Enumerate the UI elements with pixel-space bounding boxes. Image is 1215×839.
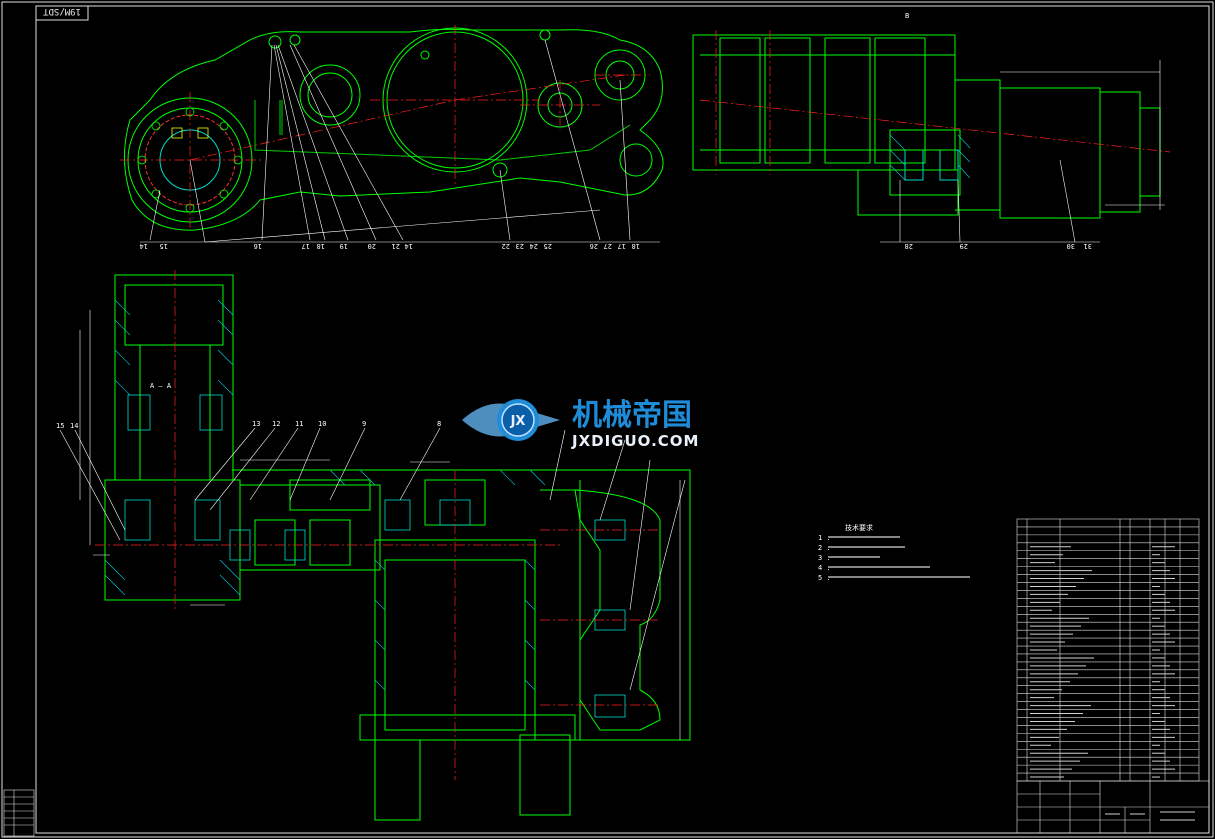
svg-text:18: 18 (632, 242, 640, 250)
side-elevation-dimensions (1000, 60, 1165, 210)
svg-text:30: 30 (1067, 242, 1075, 250)
svg-text:24: 24 (530, 242, 538, 250)
side-elevation-centerlines (699, 30, 1171, 175)
svg-text:26: 26 (590, 242, 598, 250)
side-elevation-view (692, 34, 1161, 219)
technical-requirements: 技术要求 1 . 2 . 3 . 4 . 5 . (818, 523, 970, 582)
section-view-callouts: 15 14 13 12 11 10 9 8 (56, 420, 441, 430)
watermark-cn: 机械帝国 (572, 398, 692, 433)
svg-text:23: 23 (516, 242, 524, 250)
svg-text:21: 21 (392, 242, 400, 250)
svg-text:28: 28 (905, 242, 913, 250)
title-block-marks (1105, 811, 1195, 821)
svg-text:20: 20 (368, 242, 376, 250)
section-view-leaders (59, 427, 686, 691)
top-plan-view (124, 27, 664, 231)
svg-text:2 .: 2 . (818, 544, 831, 552)
svg-text:14: 14 (70, 422, 78, 430)
watermark: JX 机械帝国 JXDIGUO.COM (462, 398, 699, 450)
svg-text:27: 27 (604, 242, 612, 250)
svg-text:8: 8 (437, 420, 441, 428)
watermark-logo: JX (510, 414, 526, 429)
section-view-dimensions (79, 310, 681, 740)
svg-text:4 .: 4 . (818, 564, 831, 572)
svg-text:5 .: 5 . (818, 574, 831, 582)
section-view-centerlines (95, 270, 660, 780)
svg-text:17: 17 (302, 242, 310, 250)
section-view-hatch (104, 299, 546, 691)
svg-text:14: 14 (140, 242, 148, 250)
title-block (1016, 780, 1210, 834)
svg-text:11: 11 (295, 420, 303, 428)
svg-text:12: 12 (272, 420, 280, 428)
svg-text:29: 29 (960, 242, 968, 250)
watermark-en: JXDIGUO.COM (571, 432, 699, 450)
svg-text:31: 31 (1084, 242, 1092, 250)
top-plan-leaders (149, 39, 631, 243)
side-view-label: B (905, 12, 909, 20)
svg-text:10: 10 (318, 420, 326, 428)
top-plan-centerlines (120, 25, 650, 230)
left-side-table (3, 789, 35, 837)
svg-text:18: 18 (317, 242, 325, 250)
svg-text:1 .: 1 . (818, 534, 831, 542)
svg-text:25: 25 (544, 242, 552, 250)
side-elevation-callouts: 28 29 30 31 (905, 242, 1092, 250)
svg-text:15: 15 (56, 422, 64, 430)
svg-text:19: 19 (340, 242, 348, 250)
side-elevation-leaders (880, 159, 1100, 243)
svg-text:3 .: 3 . (818, 554, 831, 562)
svg-text:15: 15 (160, 242, 168, 250)
tech-req-title: 技术要求 (845, 523, 873, 532)
drawing-code: 19M/SDT (42, 6, 81, 16)
side-elevation-hatch (889, 134, 971, 181)
svg-text:17: 17 (618, 242, 626, 250)
svg-text:14: 14 (405, 242, 413, 250)
bom-entries (1030, 546, 1175, 778)
svg-text:22: 22 (502, 242, 510, 250)
svg-text:13: 13 (252, 420, 260, 428)
section-view-outline (104, 274, 691, 821)
svg-text:9: 9 (362, 420, 366, 428)
section-label: A — A (150, 382, 172, 390)
svg-text:16: 16 (254, 242, 262, 250)
top-plan-callouts: 14 15 16 17 18 19 20 21 14 22 23 24 25 2… (140, 242, 640, 250)
